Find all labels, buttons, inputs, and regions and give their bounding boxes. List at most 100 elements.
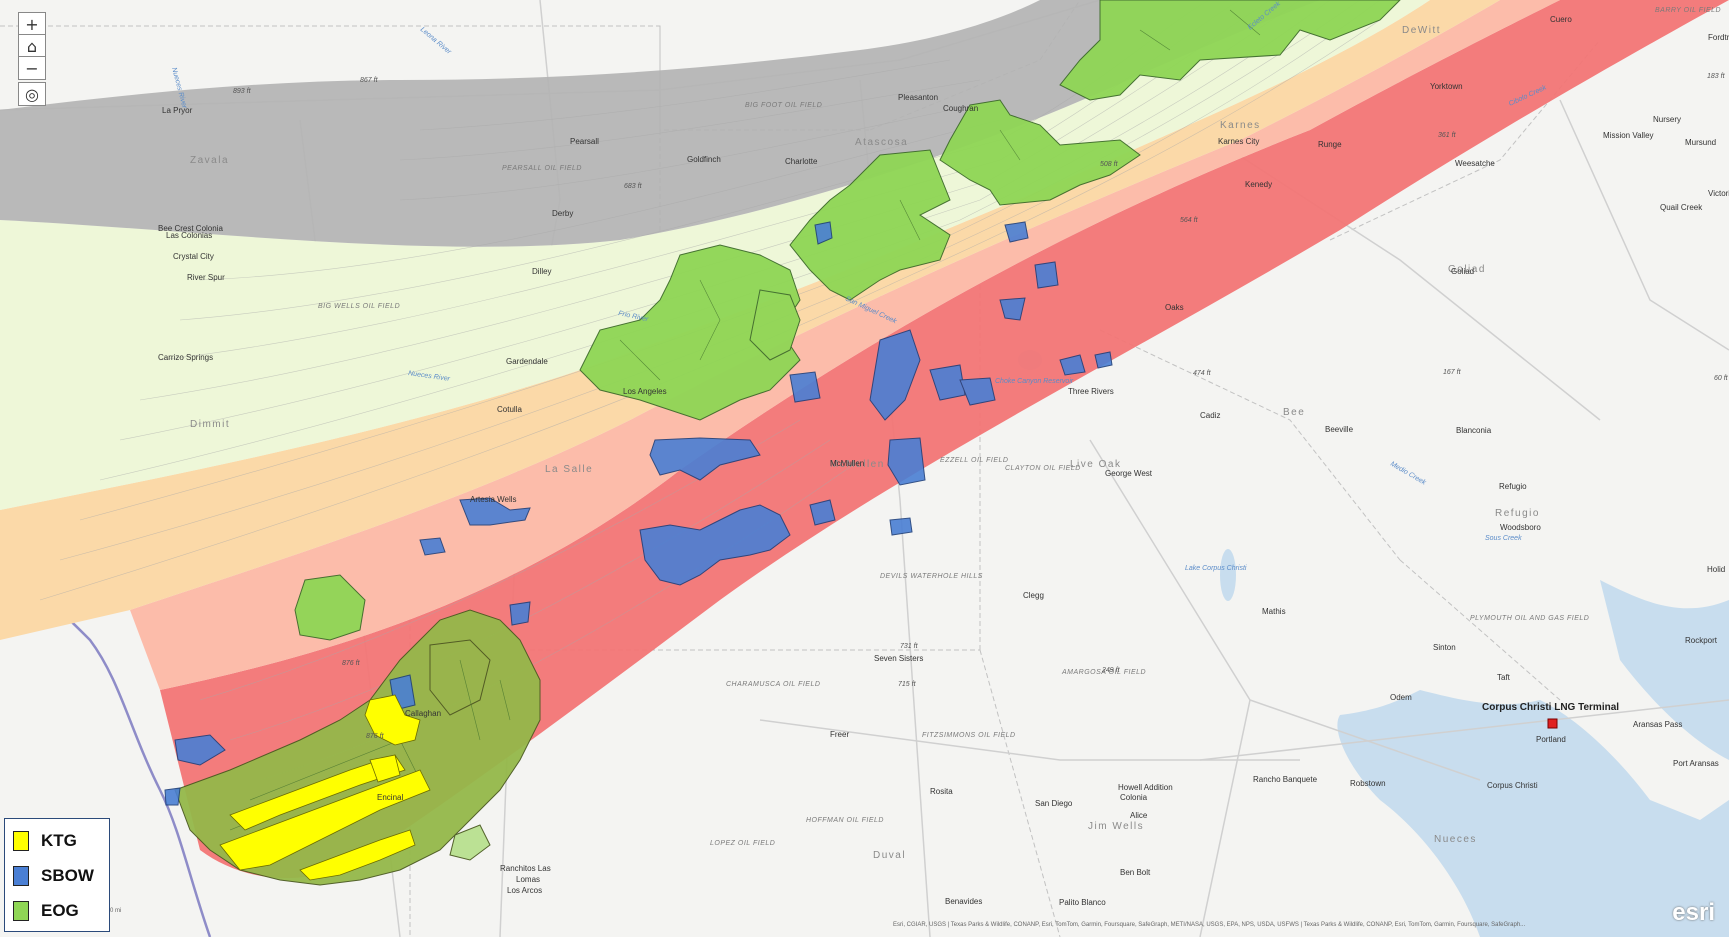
city-label: Coughran bbox=[943, 104, 978, 113]
city-label: Beeville bbox=[1325, 425, 1354, 434]
county-label: Zavala bbox=[190, 155, 229, 166]
city-label: Alice bbox=[1130, 811, 1148, 820]
city-label: Sinton bbox=[1433, 643, 1456, 652]
county-label: Dimmit bbox=[190, 419, 230, 430]
city-label: Pearsall bbox=[570, 137, 599, 146]
depth-label: 249 ft bbox=[1101, 667, 1121, 674]
field-label: FITZSIMMONS OIL FIELD bbox=[922, 732, 1016, 739]
field-label: DEVILS WATERHOLE HILLS bbox=[880, 573, 983, 580]
depth-label: 867 ft bbox=[360, 77, 379, 84]
field-label: BIG FOOT OIL FIELD bbox=[745, 102, 822, 109]
city-label: Carrizo Springs bbox=[158, 353, 213, 362]
depth-label: 508 ft bbox=[1100, 161, 1119, 168]
county-label: Nueces bbox=[1434, 834, 1477, 845]
city-label: Mursund bbox=[1685, 138, 1716, 147]
home-button[interactable]: ⌂ bbox=[18, 34, 46, 58]
city-label: Benavides bbox=[945, 897, 982, 906]
field-label: EZZELL OIL FIELD bbox=[940, 457, 1008, 464]
city-label: Robstown bbox=[1350, 779, 1386, 788]
city-label: Dilley bbox=[532, 267, 552, 276]
county-label: Jim Wells bbox=[1088, 821, 1144, 832]
county-label: Live Oak bbox=[1070, 459, 1121, 470]
city-label: La Pryor bbox=[162, 106, 193, 115]
city-label: Oaks bbox=[1165, 303, 1184, 312]
field-labels: BIG FOOT OIL FIELD PEARSALL OIL FIELD BI… bbox=[318, 7, 1721, 847]
city-label: Colonia bbox=[1120, 793, 1148, 802]
city-label: Port Aransas bbox=[1673, 759, 1719, 768]
city-label: Clegg bbox=[1023, 591, 1044, 600]
field-label: PEARSALL OIL FIELD bbox=[502, 165, 582, 172]
depth-label: 167 ft bbox=[1443, 369, 1462, 376]
depth-label: 183 ft bbox=[1707, 73, 1726, 80]
city-label: Los Angeles bbox=[623, 387, 667, 396]
city-label: Seven Sisters bbox=[874, 654, 923, 663]
city-label: Nursery bbox=[1653, 115, 1681, 124]
city-label: McMullen bbox=[830, 459, 864, 468]
city-label: Gardendale bbox=[506, 357, 548, 366]
lng-terminal-label: Corpus Christi LNG Terminal bbox=[1482, 702, 1619, 713]
field-label: CHARAMUSCA OIL FIELD bbox=[726, 681, 820, 688]
esri-logo: esri bbox=[1672, 899, 1715, 926]
zone-red bbox=[160, 0, 1729, 879]
city-label: Howell Addition bbox=[1118, 783, 1173, 792]
city-label: George West bbox=[1105, 469, 1153, 478]
county-label: McMullen bbox=[830, 459, 885, 470]
city-label: Victori bbox=[1708, 189, 1729, 198]
zoom-in-button[interactable]: + bbox=[18, 12, 46, 36]
city-label: Pleasanton bbox=[898, 93, 938, 102]
city-label: Palito Blanco bbox=[1059, 898, 1106, 907]
depth-label: 893 ft bbox=[233, 88, 252, 95]
legend: KTG SBOW EOG bbox=[4, 818, 110, 932]
field-label: HOFFMAN OIL FIELD bbox=[806, 817, 884, 824]
city-label: Weesatche bbox=[1455, 159, 1495, 168]
legend-label: KTG bbox=[41, 831, 77, 850]
city-label: Rancho Banquete bbox=[1253, 775, 1318, 784]
city-label: Callaghan bbox=[405, 709, 441, 718]
county-label: La Salle bbox=[545, 464, 593, 475]
county-label: DeWitt bbox=[1402, 25, 1441, 36]
city-label: Fordtra bbox=[1708, 33, 1729, 42]
city-label: Lomas bbox=[516, 875, 540, 884]
city-label: Three Rivers bbox=[1068, 387, 1114, 396]
depth-labels: 893 ft 867 ft 683 ft 508 ft 564 ft 361 f… bbox=[233, 73, 1729, 740]
legend-label: SBOW bbox=[41, 866, 94, 885]
legend-swatch bbox=[13, 866, 29, 886]
scale-label: 0 mi bbox=[110, 908, 121, 914]
city-label: Taft bbox=[1497, 673, 1511, 682]
zoom-out-button[interactable]: − bbox=[18, 56, 46, 80]
field-label: PLYMOUTH OIL AND GAS FIELD bbox=[1470, 615, 1589, 622]
field-label: LOPEZ OIL FIELD bbox=[710, 840, 775, 847]
city-label: Holid bbox=[1707, 565, 1725, 574]
city-label: Las Colonias bbox=[166, 231, 212, 240]
field-label: CLAYTON OIL FIELD bbox=[1005, 465, 1081, 472]
city-label: Blanconia bbox=[1456, 426, 1492, 435]
bay-water bbox=[1600, 580, 1729, 760]
city-label: Crystal City bbox=[173, 252, 214, 261]
city-label: Derby bbox=[552, 209, 573, 218]
attribution: Esri, CGIAR, USGS | Texas Parks & Wildli… bbox=[893, 922, 1526, 928]
depth-label: 731 ft bbox=[900, 643, 919, 650]
county-label: Duval bbox=[873, 850, 906, 861]
city-label: Goldfinch bbox=[687, 155, 721, 164]
locate-button[interactable]: ◎ bbox=[18, 82, 46, 106]
city-label: Charlotte bbox=[785, 157, 818, 166]
city-label: Odem bbox=[1390, 693, 1412, 702]
city-label: Runge bbox=[1318, 140, 1342, 149]
county-label: Atascosa bbox=[855, 137, 908, 148]
water-label: Sous Creek bbox=[1485, 535, 1522, 542]
sbow-acreage bbox=[164, 221, 1113, 806]
depth-label: 876 ft bbox=[342, 660, 361, 667]
depth-label: 474 ft bbox=[1193, 370, 1212, 377]
field-label: BARRY OIL FIELD bbox=[1655, 7, 1721, 14]
legend-item-sbow: SBOW bbox=[13, 864, 94, 888]
city-label: Ben Bolt bbox=[1120, 868, 1151, 877]
city-label: Portland bbox=[1536, 735, 1566, 744]
city-label: Refugio bbox=[1499, 482, 1527, 491]
depth-label: 876 ft bbox=[366, 733, 385, 740]
county-label: Goliad bbox=[1448, 264, 1486, 275]
city-label: Karnes City bbox=[1218, 137, 1259, 146]
county-label: Bee bbox=[1283, 407, 1305, 418]
city-label: Aransas Pass bbox=[1633, 720, 1682, 729]
field-label: AMARGOSA OIL FIELD bbox=[1061, 669, 1146, 676]
